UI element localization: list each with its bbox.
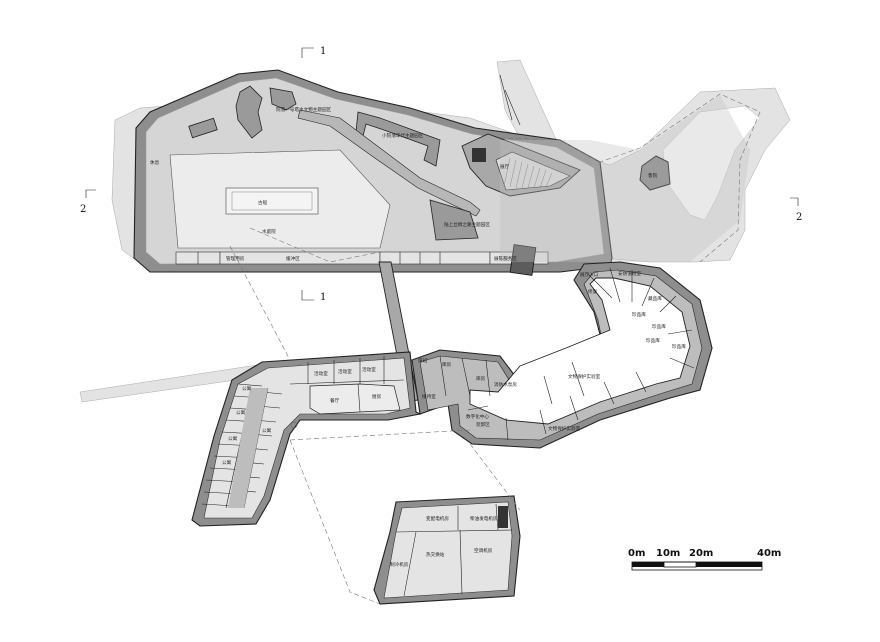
scale-seg-1 xyxy=(632,562,664,567)
scale-seg-2 xyxy=(663,561,697,568)
label-office-4: 公寓 xyxy=(222,459,232,466)
label-storage-2: 库房 xyxy=(476,375,486,382)
section-mark-1-bottom: 1 xyxy=(301,290,326,303)
scale-seg-3 xyxy=(696,562,762,567)
elevator-core xyxy=(472,148,486,162)
section-mark-2-right: 2 xyxy=(790,197,802,223)
mech-shaft xyxy=(498,506,508,528)
section-mark-2-left: 2 xyxy=(80,189,96,215)
label-theme-garden-1: 院落一号塔水文物主题园区 xyxy=(276,106,332,113)
pier-edge xyxy=(499,74,521,126)
ring-courtyard-fill xyxy=(482,298,676,414)
label-old-ship: 古船 xyxy=(258,199,268,206)
label-mech-1: 变配电机房 xyxy=(426,515,449,522)
label-restaurant: 餐厅 xyxy=(330,397,340,404)
section-label: 1 xyxy=(320,292,326,303)
label-loading: 装卸区 xyxy=(476,421,490,428)
label-duty: 值班 xyxy=(418,357,428,364)
label-activity-1: 活动室 xyxy=(314,370,328,377)
label-theme-garden-2: 小院落年代主题园区 xyxy=(382,132,424,139)
apartment-corridor xyxy=(228,388,268,508)
scale-label-0: 0m xyxy=(628,548,645,559)
label-management: 管理用房 xyxy=(226,255,245,262)
canopy-overlay xyxy=(500,95,750,262)
label-security: 安防值班室 xyxy=(618,270,641,277)
label-collection: 藏品库 xyxy=(648,295,662,302)
label-mech-5: 柴油发电机房 xyxy=(470,515,498,522)
stair-lines xyxy=(503,157,553,189)
label-rest: 休息 xyxy=(150,159,160,166)
scale-bar: 0m 10m 20m 40m xyxy=(628,548,781,571)
restaurant-kitchen xyxy=(309,383,401,415)
ring-partitions xyxy=(439,267,695,441)
label-buffer-zone: 缓冲区 xyxy=(286,255,300,262)
label-activity-2: 活动室 xyxy=(338,368,352,375)
wall-line xyxy=(357,383,361,413)
memorial-hall xyxy=(639,155,671,191)
label-activity-3: 活动室 xyxy=(362,366,376,373)
label-office-3: 公寓 xyxy=(228,435,238,442)
label-memorial-hall: 鲁院 xyxy=(648,172,658,179)
section-label: 2 xyxy=(80,204,86,215)
room-labels: 鲁院 院落一号塔水文物主题园区 小院落年代主题园区 陆上丝绸之路主题园区 休息 … xyxy=(150,106,686,568)
section-label: 2 xyxy=(796,212,802,223)
label-repair: 修复 xyxy=(588,288,598,295)
mech-partitions xyxy=(395,503,513,597)
label-office-5: 公寓 xyxy=(262,427,272,434)
scale-frame xyxy=(631,561,763,571)
garden-wall-4 xyxy=(429,199,479,241)
label-lab-2: 文物保护实验室 xyxy=(548,425,581,432)
small-pavilion xyxy=(188,117,218,139)
label-small-hall: 展厅入口 xyxy=(580,272,599,278)
label-exhibition-service: 展陈服务区 xyxy=(494,255,517,262)
dashed-outline-lower xyxy=(289,429,521,605)
left-wing-top-rooms xyxy=(289,356,405,385)
label-theme-garden-3: 陆上丝绸之路主题园区 xyxy=(444,221,490,228)
old-ship-hall xyxy=(225,187,319,215)
label-digital: 数字化中心 xyxy=(466,413,489,420)
label-office-2: 公寓 xyxy=(236,409,246,416)
landscape-lawn xyxy=(662,105,761,221)
garden-wall-2 xyxy=(269,87,297,111)
connector-core xyxy=(509,244,537,276)
section-label: 1 xyxy=(320,46,326,57)
garden-wall-1 xyxy=(235,85,263,139)
label-mech-2: 空调机房 xyxy=(474,547,493,554)
label-lab-1: 文物保护实验室 xyxy=(568,373,601,380)
label-warehouse-3: 珍品库 xyxy=(646,337,660,344)
label-fire-pump: 消防水泵房 xyxy=(494,381,517,388)
garden-ramp xyxy=(297,109,481,217)
service-strip xyxy=(379,251,491,265)
dashed-outline-upper xyxy=(229,227,381,361)
section-mark-1-top: 1 xyxy=(301,46,326,58)
scale-label-20: 20m xyxy=(689,548,713,559)
label-warehouse-2: 珍品库 xyxy=(672,343,686,350)
label-office-1: 公寓 xyxy=(242,385,252,392)
label-warehouse-1: 珍品库 xyxy=(652,323,666,330)
label-reception: 接待室 xyxy=(422,393,436,400)
scale-label-10: 10m xyxy=(656,548,680,559)
label-storage-1: 库房 xyxy=(442,361,452,368)
old-ship-inner xyxy=(231,191,313,211)
scale-label-40: 40m xyxy=(757,548,781,559)
label-kitchen: 厨房 xyxy=(372,393,382,400)
label-mech-3: 制冷机房 xyxy=(390,561,409,568)
dashed-canopy-outline xyxy=(499,93,761,263)
survey-point xyxy=(290,421,298,429)
label-entrance-hall: 展厅 xyxy=(500,164,510,170)
label-warehouse-4: 珍品库 xyxy=(632,311,646,318)
label-water-pool: 水庭院 xyxy=(262,228,276,235)
label-mech-4: 热交换站 xyxy=(426,551,445,558)
